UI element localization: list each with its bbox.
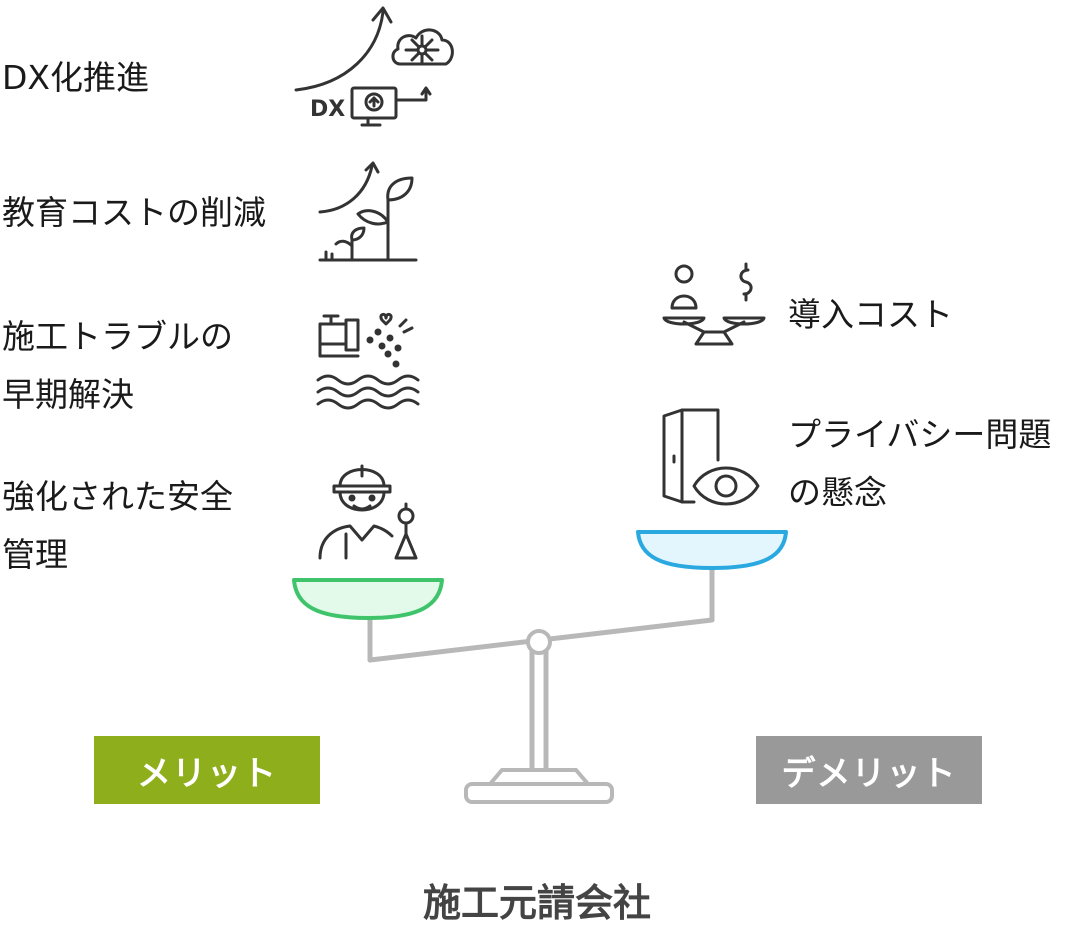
balance-base bbox=[464, 782, 614, 804]
pipe-leak-icon bbox=[316, 312, 420, 410]
plant-growth-icon bbox=[318, 161, 418, 262]
dx-cloud-monitor-icon: DX bbox=[294, 6, 454, 127]
cost-balance-icon bbox=[662, 262, 766, 346]
demerit-label-privacy: プライバシー問題 の懸念 bbox=[788, 415, 1052, 512]
balance-pillar bbox=[529, 648, 549, 770]
door-eye-icon bbox=[662, 408, 760, 506]
demerit-badge: デメリット bbox=[756, 736, 982, 804]
merit-badge: メリット bbox=[94, 736, 320, 804]
merit-label-education-cost: 教育コストの削減 bbox=[2, 193, 266, 232]
demerit-label-cost: 導入コスト bbox=[788, 295, 953, 334]
merit-label-dx: DX化推進 bbox=[2, 58, 150, 97]
merit-label-trouble: 施工トラブルの 早期解決 bbox=[2, 317, 233, 414]
demerit-pan bbox=[636, 530, 788, 570]
footer-title: 施工元請会社 bbox=[422, 881, 651, 925]
balance-base-top bbox=[485, 768, 593, 786]
dx-text: DX bbox=[310, 97, 345, 122]
merit-label-safety: 強化された安全 管理 bbox=[2, 477, 233, 574]
balance-pivot bbox=[526, 629, 552, 655]
worker-helmet-icon bbox=[318, 464, 418, 560]
merit-pan bbox=[292, 578, 444, 620]
